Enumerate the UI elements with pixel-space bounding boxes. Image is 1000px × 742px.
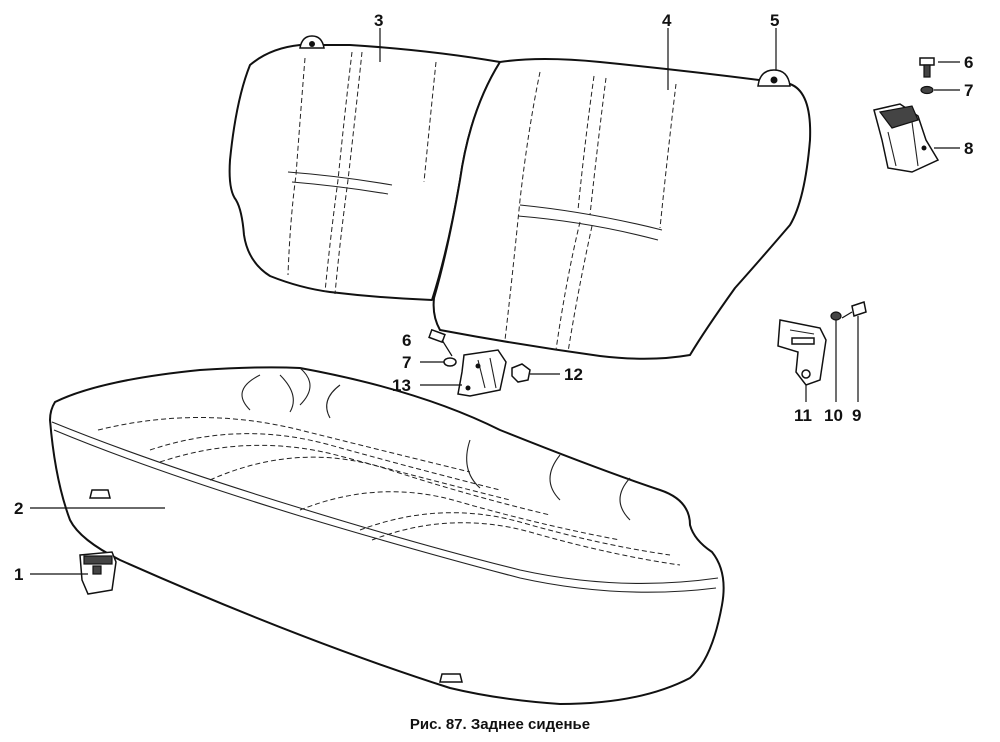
label-8: 8 [964,139,973,158]
bracket-8 [873,103,940,173]
label-11: 11 [794,406,812,425]
label-6-top: 6 [964,53,973,72]
label-9: 9 [852,406,861,425]
label-4: 4 [662,11,672,30]
washer-center [443,357,457,367]
label-7-center: 7 [402,353,411,372]
bolt-center [428,328,453,357]
label-13: 13 [392,376,411,395]
figure-caption: Рис. 87. Заднее сиденье [409,716,591,733]
label-6-center: 6 [402,331,411,350]
clip-part [79,551,117,595]
label-12: 12 [564,365,583,384]
seat-back-right [432,58,812,360]
seat-back-left [228,44,501,301]
label-1: 1 [14,565,23,584]
anchor-loop-right [757,69,791,87]
seat-cushion [49,366,725,705]
bolt-top-right [919,57,935,78]
label-10: 10 [824,406,843,425]
label-7-top: 7 [964,81,973,100]
washer-top-right [920,85,934,95]
anchor-loop-left [299,35,325,49]
leader-lines [30,28,960,575]
label-5: 5 [770,11,779,30]
label-3: 3 [374,11,383,30]
bracket-11 [777,319,827,386]
center-bracket [457,349,507,397]
washer-10 [830,311,842,321]
label-2: 2 [14,499,23,518]
nut-12 [511,363,531,383]
bolt-9 [841,301,867,319]
